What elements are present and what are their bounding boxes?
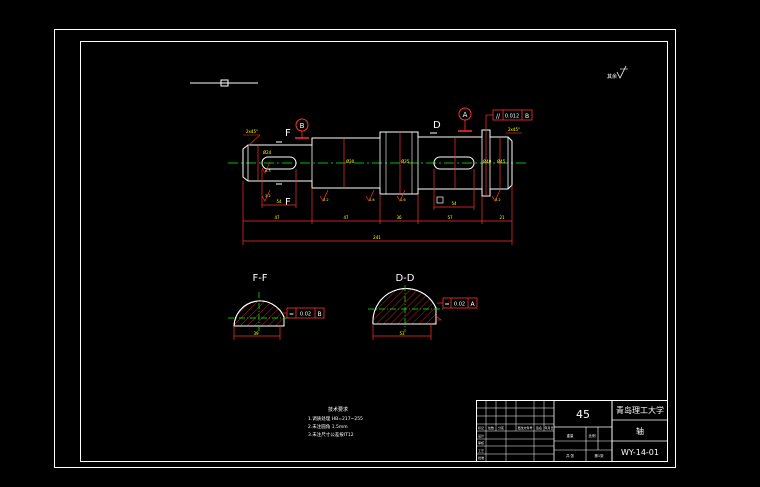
datum-a-balloon: A [458,107,472,132]
dim-key1: 54 [276,199,282,204]
section-view-dd: D-D 53 = 0.02 A [368,273,478,340]
svg-text:B: B [317,311,321,318]
school-name: 青岛理工大学 [616,405,664,415]
section-view-ff: F-F 39 = 0.02 B [228,273,325,340]
section-mark-d-bottom [436,196,444,204]
title-block-text: 45 青岛理工大学 轴 WY-14-01 重量 比例 共 张 第1张 标记 处数… [478,405,664,460]
sheet-number-label: 第1张 [594,453,604,458]
shaft-main-view: Ø24 Ø30 Ø35 Ø40 Ø45 2x45° 2x45° F F D B … [228,107,533,245]
section-mark-f-bottom: F [285,197,291,208]
roughness-note-corner: 其余 [607,65,628,80]
tech-req-line-2: 2.未注圆角 1.5mm [308,423,348,430]
svg-text:工艺: 工艺 [478,448,484,453]
svg-text:=: = [444,301,449,308]
part-name: 轴 [636,426,644,436]
keyway-right [433,156,475,170]
feature-frame-runout: // 0.012 B [485,109,533,130]
dim-seg5: 21 [499,215,505,220]
material-label: 45 [576,408,590,421]
chamfer-right-label: 2x45° [508,127,520,132]
dim-ff-width: 39 [253,331,259,336]
svg-text:审核: 审核 [478,440,484,445]
svg-text:设计: 设计 [478,433,484,438]
tech-requirements: 技术要求 1.调质处理 HB=217~255 2.未注圆角 1.5mm 3.未注… [308,406,363,438]
roughness-symbols: 3.2 3.2 1.6 1.6 3.2 6.3 [261,161,501,202]
datum-marker-top-left [190,79,258,87]
section-ff-title: F-F [252,273,267,284]
section-dd-title: D-D [395,273,414,284]
weight-label: 重量 [567,433,575,438]
title-block [476,400,668,462]
svg-text:A: A [463,111,468,119]
section-mark-d-top: D [433,120,441,131]
length-dimensions [242,169,513,245]
svg-text:分区: 分区 [498,425,504,430]
tech-req-title: 技术要求 [328,406,348,413]
tech-req-line-3: 3.未注尺寸公差按IT12 [308,431,354,438]
inner-border [80,41,668,462]
svg-text:处数: 处数 [488,425,494,430]
keyway-left [261,156,297,170]
svg-text:=: = [289,311,294,318]
dim-seg1: 47 [274,215,280,220]
svg-text:年月日: 年月日 [544,425,553,430]
tech-req-line-1: 1.调质处理 HB=217~255 [308,415,363,422]
svg-text:批准: 批准 [478,455,484,460]
svg-text:0.02: 0.02 [454,302,465,308]
diameter-label-1: Ø24 [263,150,272,155]
chamfer-left-label: 2x45° [246,129,258,134]
diameter-label-3: Ø35 [401,159,410,164]
dim-key2: 54 [451,201,457,206]
diameter-label-5: Ø45 [497,159,506,164]
datum-b-balloon: B [295,118,309,139]
section-mark-f-top: F [285,128,291,139]
outer-border [54,29,676,468]
drawing-number: WY-14-01 [621,448,659,457]
dim-seg4: 57 [447,215,453,220]
dim-seg3: 36 [396,215,402,220]
svg-text:0.012: 0.012 [505,114,519,120]
svg-text:3.2: 3.2 [265,194,271,198]
svg-text:6.3: 6.3 [265,169,271,173]
svg-text:A: A [470,301,475,308]
svg-text:更改文件号: 更改文件号 [517,425,532,430]
svg-text:1.6: 1.6 [369,198,375,202]
sheet-total-label: 共 张 [566,453,575,458]
svg-text:0.02: 0.02 [300,312,311,318]
diameter-label-4: Ø40 [483,159,492,164]
svg-text:1.6: 1.6 [400,198,406,202]
roughness-corner-label: 其余 [607,73,617,80]
svg-text:3.2: 3.2 [495,198,501,202]
svg-text:3.2: 3.2 [323,198,329,202]
svg-text:B: B [525,113,529,120]
dim-overall: 241 [373,235,381,240]
svg-text:签名: 签名 [536,425,542,430]
svg-text://: // [496,113,501,120]
dim-seg2: 47 [343,215,349,220]
dim-dd-width: 53 [399,331,405,336]
diameter-label-2: Ø30 [346,159,355,164]
scale-label: 比例 [589,433,597,438]
svg-text:标记: 标记 [478,425,484,430]
svg-text:B: B [300,122,305,130]
